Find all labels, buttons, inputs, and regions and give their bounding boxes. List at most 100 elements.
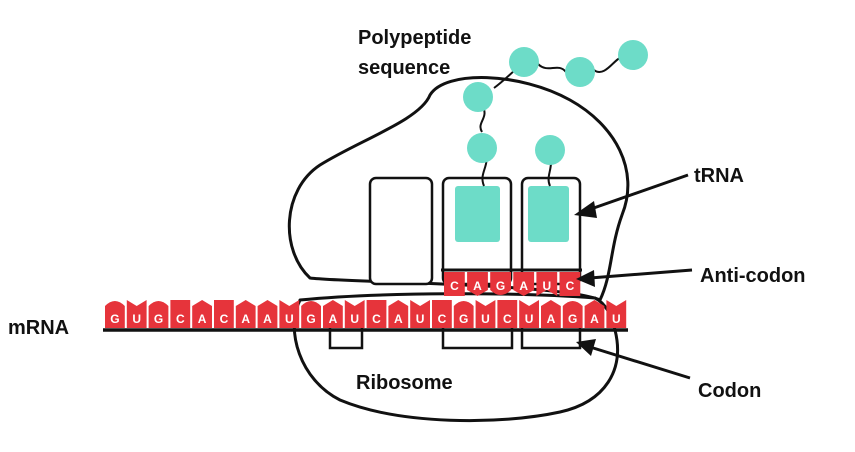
anticodon-base-shape: [513, 272, 535, 296]
mrna-base-letter: A: [241, 312, 250, 326]
peptide-link-f: [593, 57, 621, 73]
mrna-base-shape: [541, 300, 561, 328]
mrna-base-shape: [126, 300, 147, 328]
mrna-base-tile: C: [497, 300, 518, 328]
mrna-base-tile: G: [301, 301, 321, 328]
amino-acid-bead-icon: [535, 135, 565, 165]
mrna-base-shape: [235, 300, 256, 328]
mrna-base-letter: C: [438, 312, 447, 326]
amino-acid-bead-icon: [618, 40, 648, 70]
mrna-base-tile: A: [541, 300, 561, 328]
mrna-base-letter: G: [154, 312, 163, 326]
mrna-base-letter: U: [416, 312, 425, 326]
mrna-base-tile: A: [235, 300, 256, 328]
mrna-base-letter: C: [220, 312, 229, 326]
anticodon-base-letter: C: [450, 279, 459, 293]
mrna-base-tile: C: [170, 300, 191, 328]
mrna-base-tile: A: [323, 300, 343, 328]
mrna-base-letter: G: [568, 312, 577, 326]
anticodon-base-shape: [467, 272, 488, 296]
anticodon-base-letter: U: [542, 279, 551, 293]
mrna-base-tile: G: [562, 301, 583, 328]
mrna-base-tile: C: [432, 300, 452, 328]
mrna-base-tile: A: [584, 300, 605, 328]
polypeptide-label-line2: sequence: [358, 57, 450, 79]
mrna-base-shape: [388, 300, 409, 328]
mrna-base-shape: [366, 300, 387, 328]
mrna-base-letter: U: [612, 312, 621, 326]
mrna-base-letter: C: [176, 312, 185, 326]
mrna-base-tile: U: [519, 300, 539, 328]
mrna-base-shape: [214, 300, 234, 328]
mrna-base-tile: A: [192, 300, 212, 328]
mrna-base-shape: [257, 300, 278, 328]
mrna-base-tile: U: [126, 300, 147, 328]
anticodon-base-shape: [444, 272, 465, 296]
anticodon-label: Anti-codon: [700, 265, 806, 287]
anticodon-base-letter: G: [496, 279, 505, 293]
trna-body-1: [455, 186, 500, 242]
mrna-base-tile: C: [214, 300, 234, 328]
mrna-base-tile: A: [257, 300, 278, 328]
amino-acid-bead-icon: [467, 133, 497, 163]
pointer-arrow-icon: [574, 173, 689, 218]
mrna-base-shape: [148, 301, 169, 328]
mrna-base-letter: A: [198, 312, 207, 326]
mrna-base-tile: A: [388, 300, 409, 328]
mrna-base-shape: [606, 300, 627, 328]
mrna-base-tile: U: [606, 300, 627, 328]
trna-label: tRNA: [694, 165, 744, 187]
mrna-base-shape: [192, 300, 212, 328]
codon-pocket-1: [328, 326, 364, 350]
anticodon-base-letter: C: [566, 279, 575, 293]
mrna-base-letter: U: [132, 312, 141, 326]
anticodon-base-letter: A: [519, 279, 528, 293]
anticodon-base-shape: [536, 272, 558, 296]
anticodon-base-shape: [490, 272, 511, 295]
mrna-base-shape: [432, 300, 452, 328]
mrna-base-tile: U: [279, 300, 300, 328]
anticodon-base-letter: A: [473, 279, 482, 293]
codon-pocket-3: [520, 326, 582, 350]
codon-pocket-2: [441, 326, 514, 350]
anticodon-base-tile: U: [536, 272, 558, 296]
pointer-arrow-icon: [576, 339, 691, 380]
mrna-base-letter: A: [394, 312, 403, 326]
mrna-base-shape: [344, 300, 365, 328]
mrna-base-tile: C: [366, 300, 387, 328]
mrna-base-letter: U: [350, 312, 359, 326]
mrna-base-letter: U: [525, 312, 534, 326]
mrna-base-shape: [497, 300, 518, 328]
peptide-link-e: [537, 63, 567, 73]
mrna-base-shape: [105, 301, 125, 328]
trna-slot-empty: [368, 176, 434, 286]
ribosome-label: Ribosome: [356, 372, 453, 394]
mrna-base-tile: U: [475, 300, 496, 328]
mrna-base-shape: [301, 301, 321, 328]
mrna-base-letter: C: [372, 312, 381, 326]
mrna-base-letter: A: [547, 312, 556, 326]
pointer-arrow-icon: [576, 268, 693, 287]
mrna-base-letter: U: [481, 312, 490, 326]
mrna-base-shape: [562, 301, 583, 328]
mrna-base-shape: [584, 300, 605, 328]
mrna-label: mRNA: [8, 317, 69, 339]
anticodon-base-tile: A: [467, 272, 488, 296]
anticodon-base-tile: A: [513, 272, 535, 296]
mrna-base-shape: [170, 300, 191, 328]
mrna-base-shape: [410, 300, 430, 328]
amino-acid-bead-icon: [565, 57, 595, 87]
anticodon-base-tile: C: [444, 272, 465, 296]
mrna-base-letter: G: [110, 312, 119, 326]
mrna-base-letter: A: [263, 312, 272, 326]
mrna-base-shape: [519, 300, 539, 328]
polypeptide-label-line1: Polypeptide: [358, 27, 471, 49]
mrna-base-shape: [453, 301, 474, 328]
anticodon-base-tile: G: [490, 272, 511, 295]
anticodon-base-tile: C: [559, 272, 581, 296]
mrna-base-letter: A: [590, 312, 599, 326]
